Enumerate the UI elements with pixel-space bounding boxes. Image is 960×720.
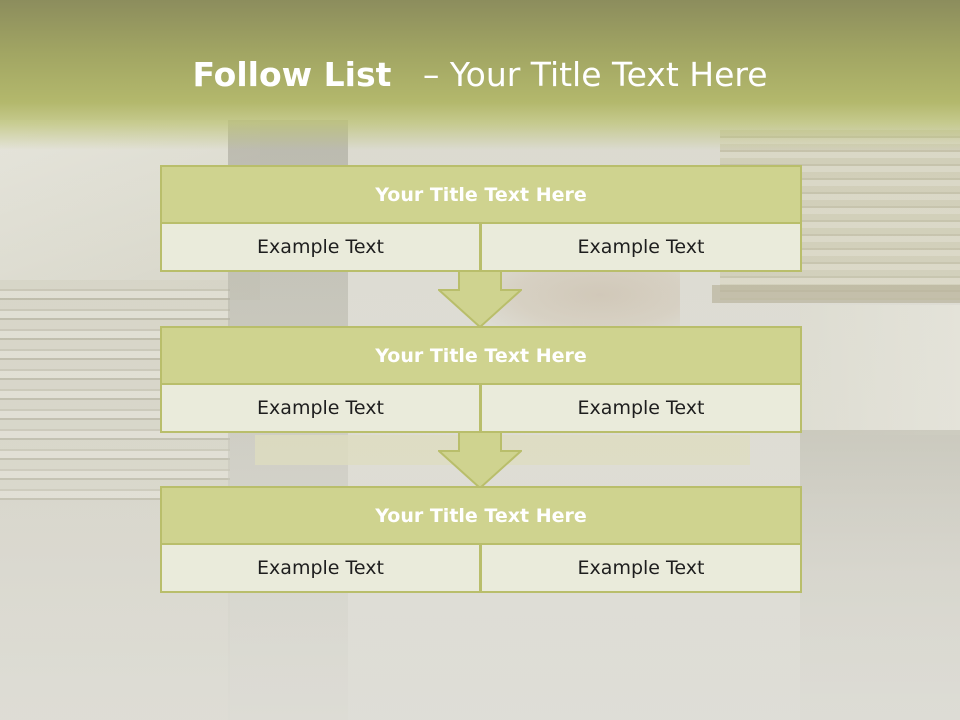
- slide-title-rest: Your Title Text Here: [449, 55, 768, 94]
- step-cells: Example Text Example Text: [160, 383, 802, 433]
- slide-title-separator: –: [422, 55, 440, 94]
- step-cells: Example Text Example Text: [160, 222, 802, 272]
- step-cell-left: Example Text: [160, 543, 481, 593]
- step-cell-left: Example Text: [160, 383, 481, 433]
- slide-title: Follow List – Your Title Text Here: [0, 52, 960, 98]
- step-title: Your Title Text Here: [160, 165, 802, 224]
- step-cell-right: Example Text: [481, 222, 802, 272]
- slide-title-bold: Follow List: [192, 55, 392, 94]
- down-arrow-icon: [438, 429, 522, 489]
- step-cells: Example Text Example Text: [160, 543, 802, 593]
- step-cell-right: Example Text: [481, 383, 802, 433]
- title-band: [0, 0, 960, 150]
- step-cell-right: Example Text: [481, 543, 802, 593]
- down-arrow-icon: [438, 268, 522, 328]
- step-title: Your Title Text Here: [160, 326, 802, 385]
- step-cell-left: Example Text: [160, 222, 481, 272]
- step-title: Your Title Text Here: [160, 486, 802, 545]
